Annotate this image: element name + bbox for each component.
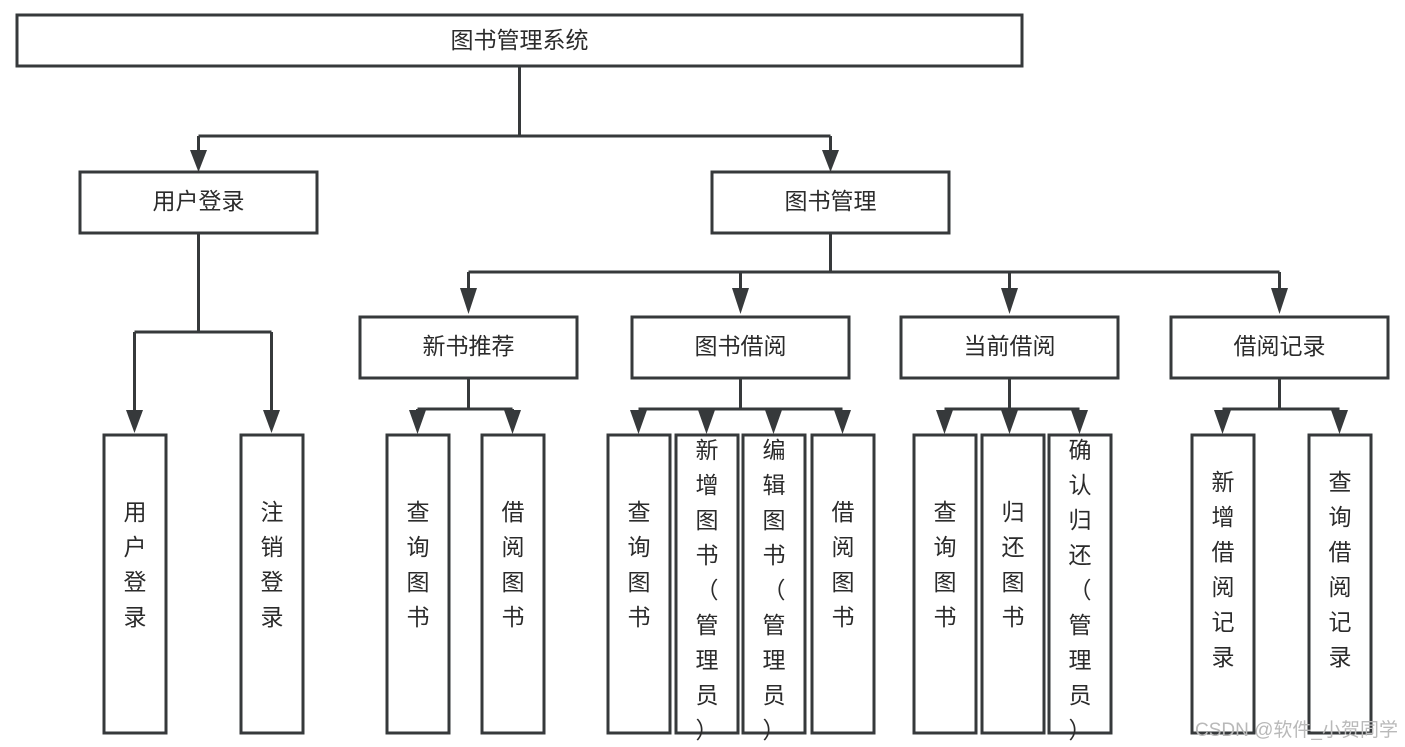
node-borrow-record-label: 借阅记录 (1234, 333, 1326, 359)
arrow-to-book-borrow (732, 288, 749, 314)
arrow-to-user-login (190, 150, 207, 172)
leaf-book-borrow-4[interactable]: 借阅图书 (810, 433, 876, 735)
node-new-book-recommend-box[interactable] (358, 315, 579, 380)
leaf-current-borrow-3-box[interactable] (1047, 433, 1113, 735)
leaf-book-borrow-4-label: 借阅图书 (832, 499, 855, 630)
node-current-borrow[interactable]: 当前借阅 (899, 315, 1120, 380)
arrow-new-book-leaf-1 (409, 410, 426, 434)
leaf-new-book-2-box[interactable] (480, 433, 546, 735)
leaf-user-login-2-label: 注销登录 (261, 499, 284, 630)
connector-layer (126, 66, 1348, 434)
leaf-book-borrow-3[interactable]: 编辑图书（管理员） (741, 433, 807, 743)
leaf-new-book-1[interactable]: 查询图书 (385, 433, 451, 735)
arrow-borrow-record-leaf-1 (1214, 410, 1231, 434)
leaf-user-login-2-box[interactable] (239, 433, 305, 735)
node-user-login-label: 用户登录 (153, 188, 245, 214)
node-root-box[interactable] (15, 13, 1024, 68)
leaf-book-borrow-2-box[interactable] (674, 433, 740, 735)
leaf-new-book-2-label: 借阅图书 (502, 499, 525, 630)
node-book-borrow[interactable]: 图书借阅 (630, 315, 851, 380)
node-root[interactable]: 图书管理系统 (15, 13, 1024, 68)
leaf-new-book-1-label: 查询图书 (407, 499, 430, 630)
arrow-user-login-leaf-2 (263, 410, 280, 433)
node-borrow-record-box[interactable] (1169, 315, 1390, 380)
leaf-borrow-record-1[interactable]: 新增借阅记录 (1190, 433, 1256, 735)
arrow-book-borrow-leaf-3 (765, 410, 782, 434)
leaf-current-borrow-2[interactable]: 归还图书 (980, 433, 1046, 735)
leaf-book-borrow-1-label: 查询图书 (628, 499, 651, 630)
node-new-book-recommend[interactable]: 新书推荐 (358, 315, 579, 380)
arrow-new-book-leaf-2 (504, 410, 521, 434)
leaf-user-login-1-box[interactable] (102, 433, 168, 735)
leaf-user-login-1-label: 用户登录 (124, 499, 147, 630)
leaf-current-borrow-3-label: 确认归还（管理员） (1069, 437, 1092, 743)
arrow-to-book-manage (822, 150, 839, 172)
leaf-borrow-record-2[interactable]: 查询借阅记录 (1307, 433, 1373, 735)
arrow-borrow-record-leaf-2 (1331, 410, 1348, 434)
node-root-label: 图书管理系统 (451, 27, 589, 53)
node-current-borrow-label: 当前借阅 (964, 333, 1056, 359)
node-current-borrow-box[interactable] (899, 315, 1120, 380)
leaf-borrow-record-1-box[interactable] (1190, 433, 1256, 735)
node-user-login[interactable]: 用户登录 (78, 170, 319, 235)
leaf-book-borrow-2[interactable]: 新增图书（管理员） (674, 433, 740, 743)
csdn-watermark: CSDN @软件_小贺同学 (1195, 719, 1398, 741)
arrow-to-new-book (460, 288, 477, 314)
arrow-book-borrow-leaf-2 (698, 410, 715, 434)
leaf-book-borrow-3-box[interactable] (741, 433, 807, 735)
leaf-book-borrow-2-label: 新增图书（管理员） (696, 437, 719, 743)
arrow-current-borrow-leaf-3 (1071, 410, 1088, 434)
node-book-manage[interactable]: 图书管理 (710, 170, 951, 235)
node-new-book-recommend-label: 新书推荐 (423, 333, 515, 359)
leaf-current-borrow-1-label: 查询图书 (934, 499, 957, 630)
node-book-manage-box[interactable] (710, 170, 951, 235)
arrow-book-borrow-leaf-1 (630, 410, 647, 434)
leaf-new-book-2[interactable]: 借阅图书 (480, 433, 546, 735)
leaf-book-borrow-4-box[interactable] (810, 433, 876, 735)
node-book-manage-label: 图书管理 (785, 188, 877, 214)
leaf-borrow-record-1-label: 新增借阅记录 (1212, 469, 1235, 670)
leaf-book-borrow-1[interactable]: 查询图书 (606, 433, 672, 735)
leaf-new-book-1-box[interactable] (385, 433, 451, 735)
leaf-borrow-record-2-box[interactable] (1307, 433, 1373, 735)
arrow-current-borrow-leaf-2 (1001, 410, 1018, 434)
arrow-user-login-leaf-1 (126, 410, 143, 433)
leaf-current-borrow-1-box[interactable] (912, 433, 978, 735)
leaf-current-borrow-2-label: 归还图书 (1002, 499, 1025, 630)
arrow-to-current-borrow (1001, 288, 1018, 314)
leaf-current-borrow-1[interactable]: 查询图书 (912, 433, 978, 735)
arrow-current-borrow-leaf-1 (936, 410, 953, 434)
leaf-borrow-record-2-label: 查询借阅记录 (1329, 469, 1352, 670)
leaf-book-borrow-1-box[interactable] (606, 433, 672, 735)
node-user-login-box[interactable] (78, 170, 319, 235)
leaf-current-borrow-3[interactable]: 确认归还（管理员） (1047, 433, 1113, 743)
leaf-user-login-1[interactable]: 用户登录 (102, 433, 168, 735)
leaf-current-borrow-2-box[interactable] (980, 433, 1046, 735)
leaf-book-borrow-3-label: 编辑图书（管理员） (763, 437, 786, 743)
node-book-borrow-box[interactable] (630, 315, 851, 380)
arrow-to-borrow-record (1271, 288, 1288, 314)
arrow-book-borrow-leaf-4 (834, 410, 851, 434)
node-borrow-record[interactable]: 借阅记录 (1169, 315, 1390, 380)
node-book-borrow-label: 图书借阅 (695, 333, 787, 359)
leaf-user-login-2[interactable]: 注销登录 (239, 433, 305, 735)
